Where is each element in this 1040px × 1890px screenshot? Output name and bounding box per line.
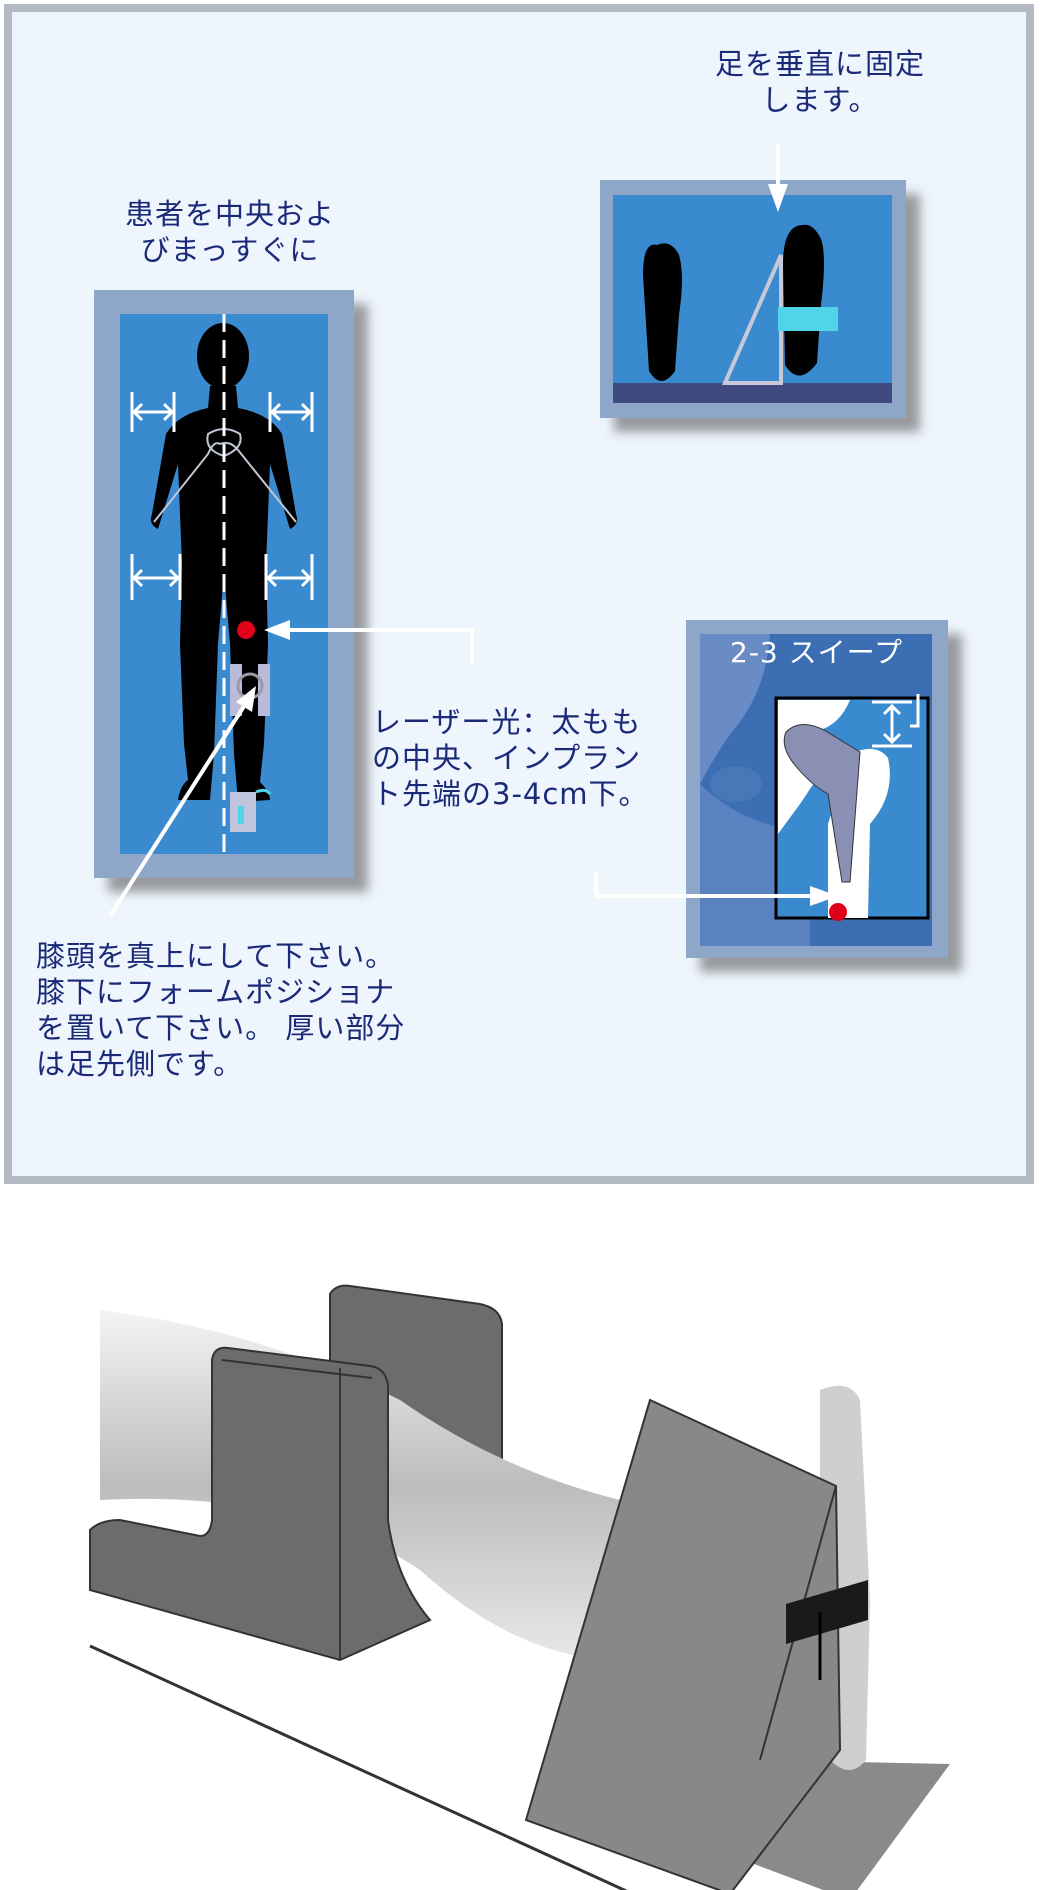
arrow-to-knee-icon xyxy=(108,686,256,918)
label-kneecap-instructions: 膝頭を真上にして下さい。 膝下にフォームポジショナ を置いて下さい。 厚い部分 … xyxy=(36,939,406,1081)
leader-arrows xyxy=(264,620,838,906)
foot-vertical-icon xyxy=(613,224,892,403)
foot-diagram xyxy=(600,144,906,420)
label-laser-position: レーザー光：太もも の中央、インプラン ト先端の3-4cm下。 xyxy=(372,705,649,811)
foam-positioner-illustration xyxy=(0,1200,1040,1890)
hip-implant-diagram: 2-3 スイープ xyxy=(686,620,948,960)
label-sweeps: 2-3 スイープ xyxy=(730,636,903,669)
label-fix-foot: 足を垂直に固定 します。 xyxy=(714,47,925,117)
foam-positioner-icon xyxy=(89,1284,950,1890)
label-center-patient: 患者を中央およ びまっすぐに xyxy=(124,197,335,267)
hip-implant-icon xyxy=(700,634,930,946)
arrow-down-icon xyxy=(768,144,788,212)
patient-silhouette-icon xyxy=(130,314,314,854)
body-diagram xyxy=(94,290,354,880)
